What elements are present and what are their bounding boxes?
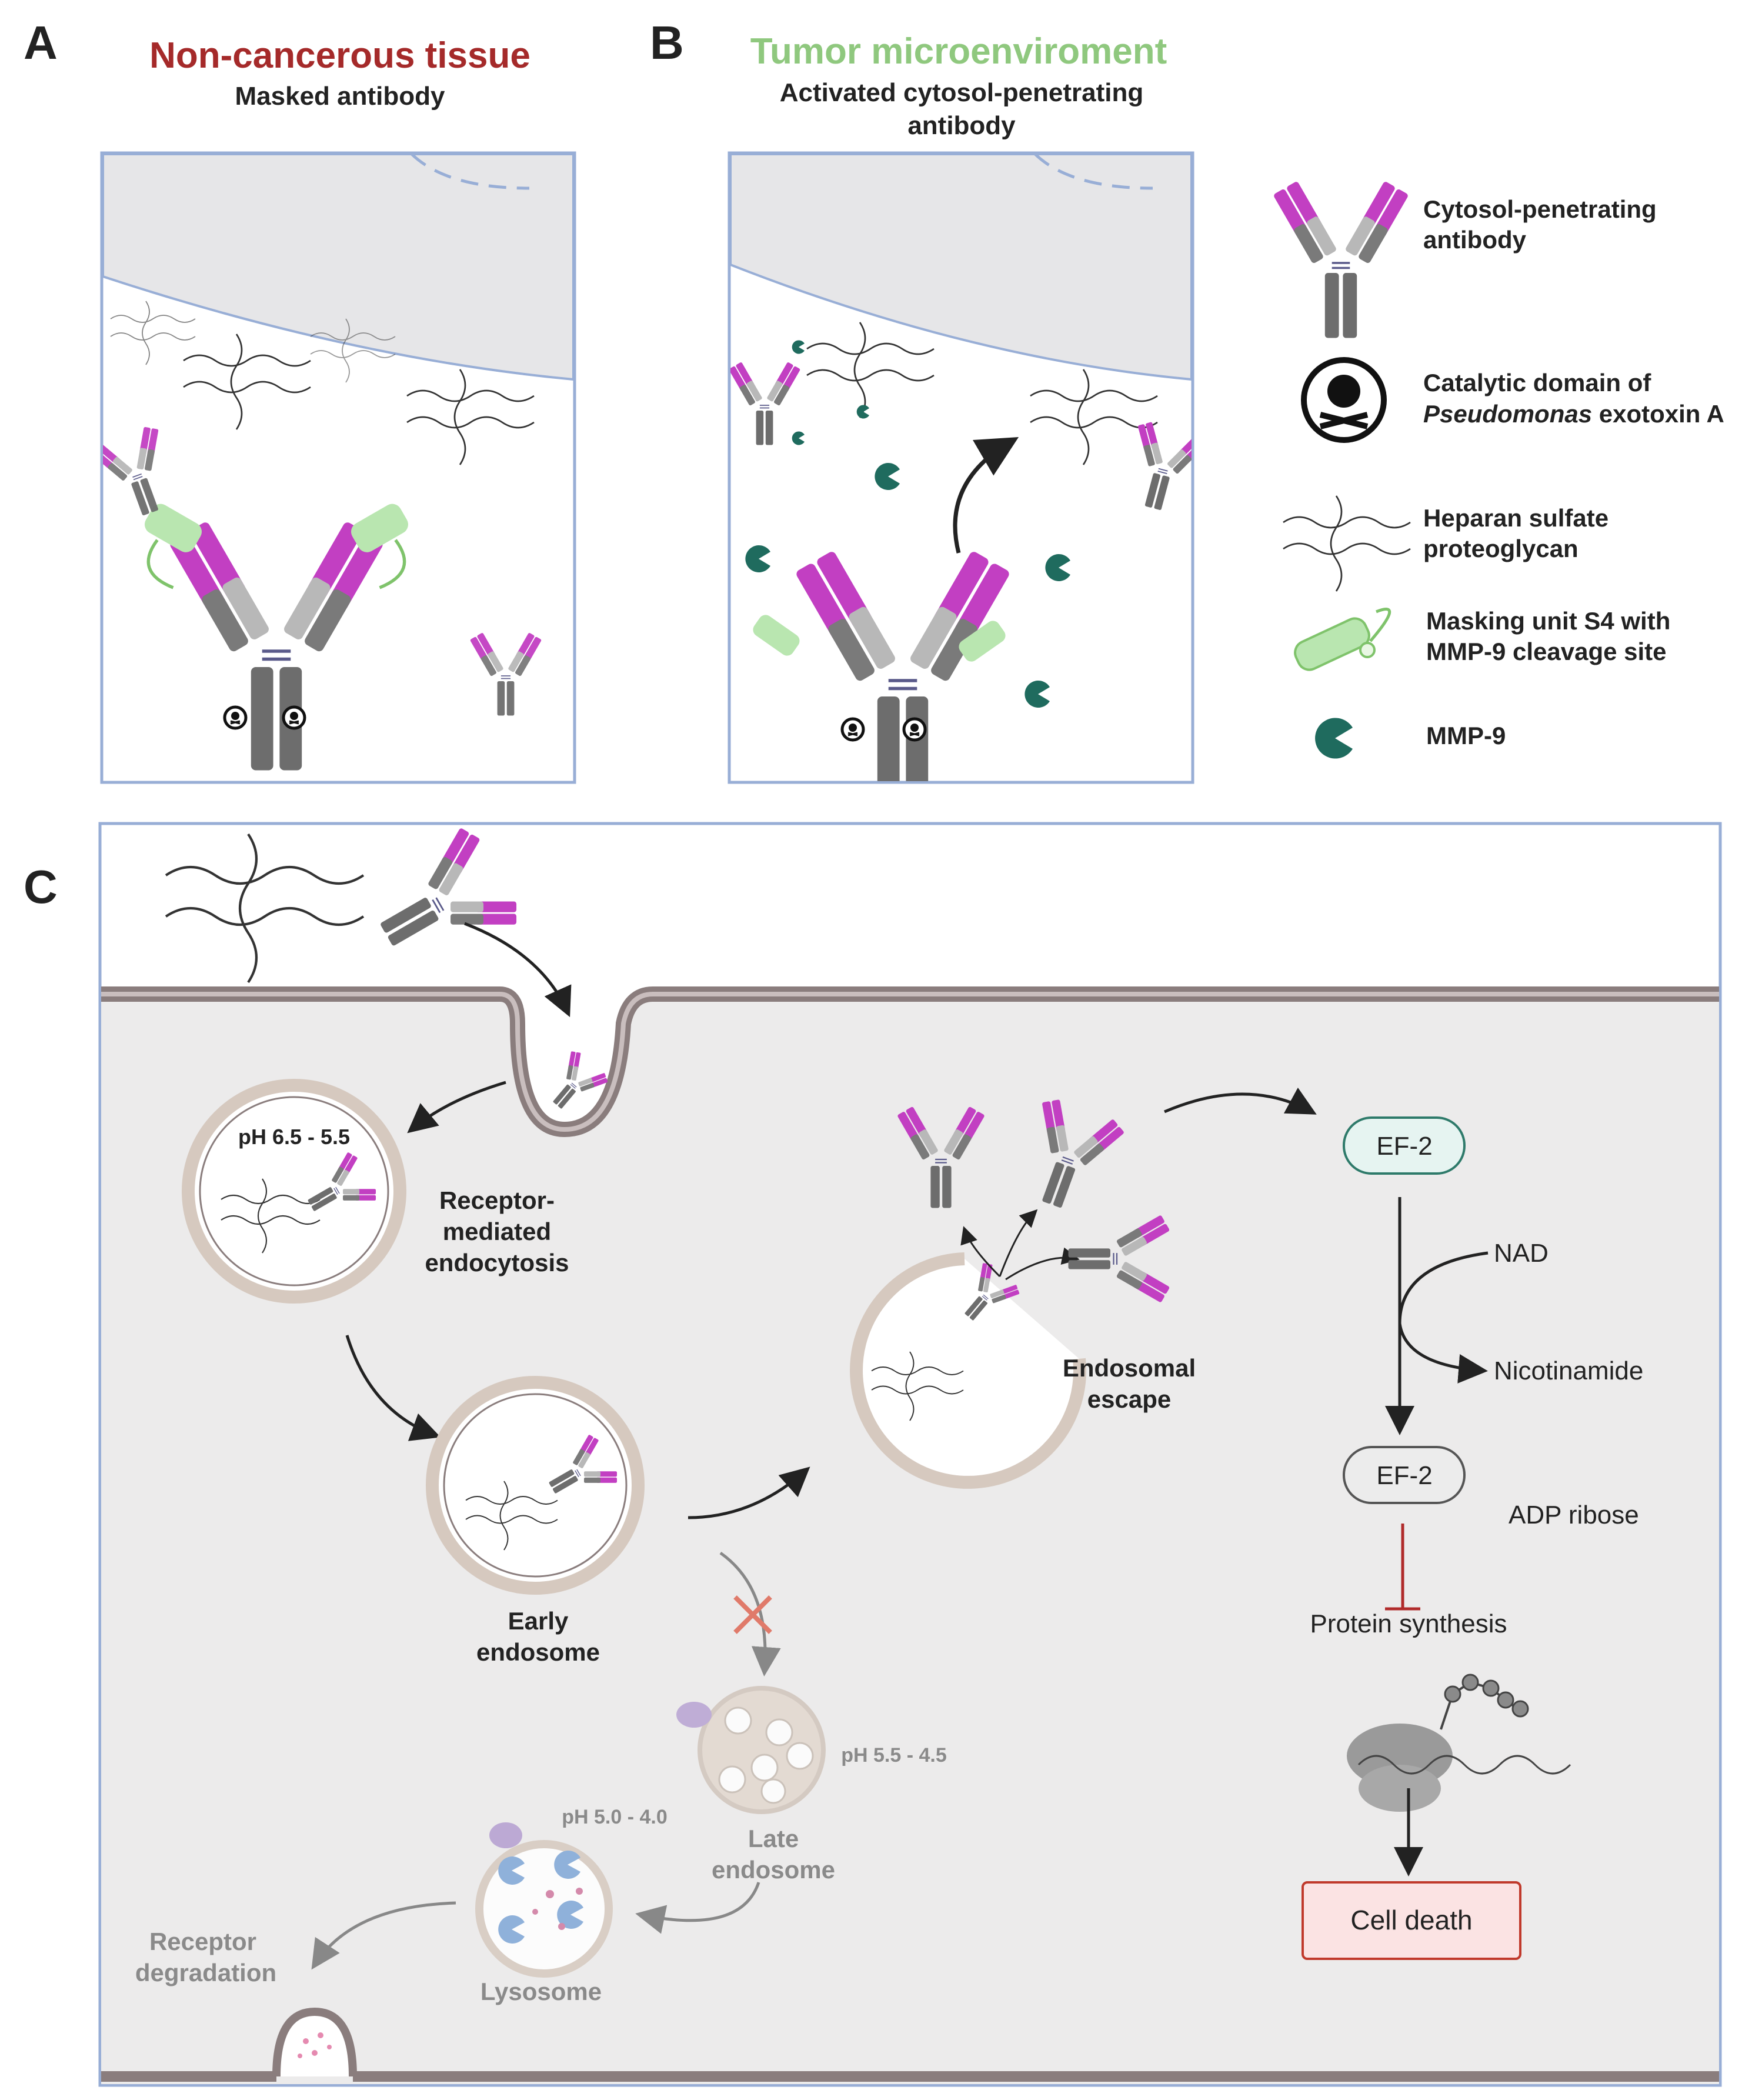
adp-ribose-label: ADP ribose xyxy=(1509,1501,1639,1529)
legend-mask-icon xyxy=(1294,608,1391,671)
legend-hspg-label-1: Heparan sulfate xyxy=(1423,504,1608,532)
vesicle-ph-early xyxy=(182,1079,406,1304)
late-endosome xyxy=(676,1686,826,1814)
nad-label: NAD xyxy=(1494,1239,1549,1268)
ph-late-label: pH 5.5 - 4.5 xyxy=(841,1744,947,1766)
legend: Cytosol-penetrating antibody Catalytic d… xyxy=(1272,179,1724,759)
early-endosome-label-1: Early xyxy=(508,1607,569,1635)
lysosome xyxy=(475,1822,613,1978)
escape-label-2: escape xyxy=(1087,1385,1171,1413)
protein-synthesis-label: Protein synthesis xyxy=(1310,1609,1507,1638)
ribosome-icon xyxy=(1347,1674,1571,1812)
cell-death-box: Cell death xyxy=(1302,1881,1521,1960)
legend-antibody-icon xyxy=(1272,179,1410,339)
ph-early-label: pH 6.5 - 5.5 xyxy=(238,1125,350,1149)
legend-mask-label-1: Masking unit S4 with xyxy=(1426,607,1670,635)
late-endosome-label-2: endosome xyxy=(712,1856,835,1884)
early-endosome xyxy=(426,1376,645,1595)
late-endosome-label-1: Late xyxy=(748,1825,799,1852)
ef2-top-label: EF-2 xyxy=(1376,1132,1432,1161)
legend-mask-label-2: MMP-9 cleavage site xyxy=(1426,638,1667,665)
escaping-endosome xyxy=(850,1252,1087,1489)
receptor-label-1: Receptor- xyxy=(439,1186,555,1214)
legend-toxin-label-1: Catalytic domain of xyxy=(1423,369,1651,396)
lysosome-label: Lysosome xyxy=(480,1978,602,2005)
panel-b-subtitle-1: Activated cytosol-penetrating xyxy=(780,78,1144,107)
ph-lysosome-label: pH 5.0 - 4.0 xyxy=(562,1806,668,1828)
masked-antibody-icon xyxy=(145,504,408,771)
degradation-label-1: Receptor xyxy=(149,1928,256,1955)
escape-label-1: Endosomal xyxy=(1063,1354,1196,1382)
legend-skull-icon xyxy=(1301,357,1387,443)
ef2-inactive-box: EF-2 xyxy=(1343,1446,1466,1504)
ef2-bottom-label: EF-2 xyxy=(1376,1461,1432,1490)
legend-hspg-icon xyxy=(1282,495,1411,592)
degradation-label-2: degradation xyxy=(135,1959,276,1986)
panel-a-title: Non-cancerous tissue xyxy=(149,35,530,76)
legend-antibody-label-2: antibody xyxy=(1423,226,1527,254)
receptor-label-3: endocytosis xyxy=(425,1249,569,1276)
early-endosome-label-2: endosome xyxy=(476,1638,600,1666)
panel-b-letter: B xyxy=(650,16,684,69)
legend-antibody-label-1: Cytosol-penetrating xyxy=(1423,195,1657,223)
panel-a-subtitle: Masked antibody xyxy=(235,82,445,111)
panel-c-box: pH 6.5 - 5.5 Receptor- mediated endocyto… xyxy=(98,821,1722,2087)
panel-a-letter: A xyxy=(24,16,58,69)
nicotinamide-label: Nicotinamide xyxy=(1494,1356,1643,1385)
legend-mmp9-label: MMP-9 xyxy=(1426,722,1506,749)
legend-mmp9-icon xyxy=(1315,718,1353,759)
receptor-label-2: mediated xyxy=(443,1218,551,1245)
panel-c-letter: C xyxy=(24,861,58,913)
ef2-active-box: EF-2 xyxy=(1343,1116,1466,1175)
cell-death-label: Cell death xyxy=(1350,1905,1472,1935)
panel-b-box xyxy=(728,151,1194,784)
panel-a-box xyxy=(100,151,576,784)
panel-b-title: Tumor microenviroment xyxy=(750,31,1167,72)
legend-hspg-label-2: proteoglycan xyxy=(1423,535,1579,562)
legend-toxin-label-2: Pseudomonas exotoxin A xyxy=(1423,400,1724,428)
panel-b-subtitle-2: antibody xyxy=(907,111,1016,140)
